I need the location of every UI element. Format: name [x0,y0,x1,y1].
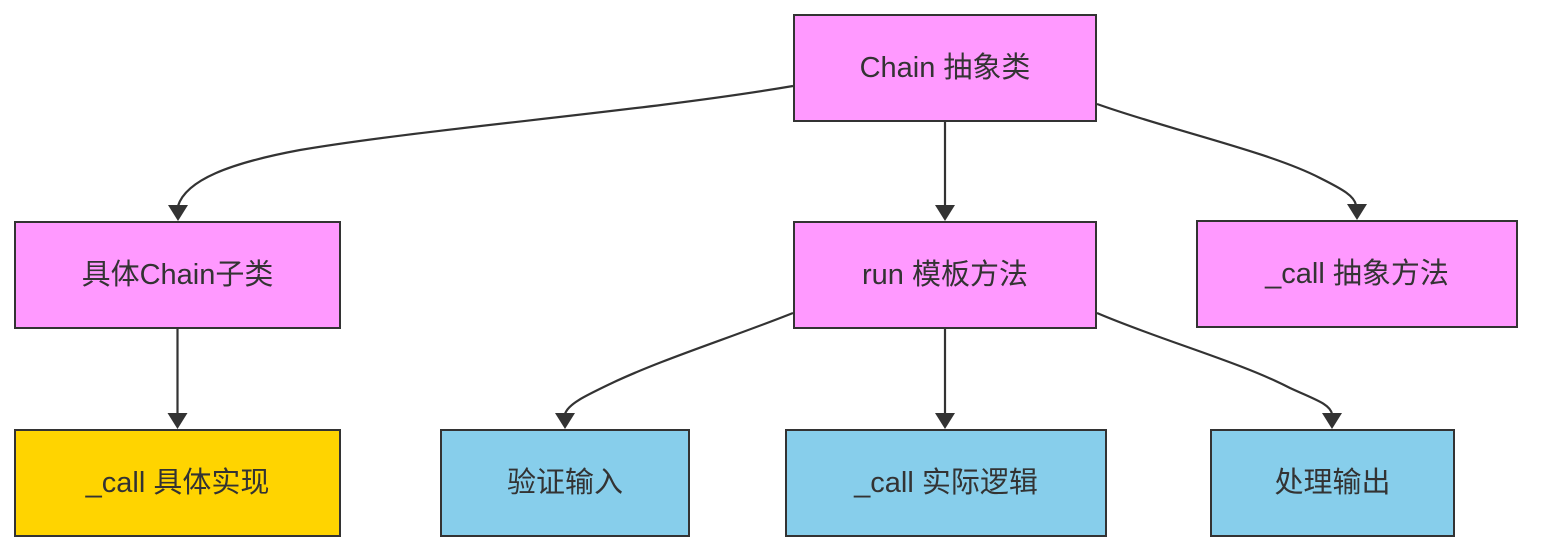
node-chain-abstract-class: Chain 抽象类 [793,14,1097,122]
edge-chain-to-subclass [176,84,794,207]
arrowhead-run [935,205,955,221]
node-run-template-method: run 模板方法 [793,221,1097,329]
node-label: Chain 抽象类 [859,51,1031,84]
node-process-output: 处理输出 [1210,429,1455,537]
arrowhead-call-impl [167,413,188,429]
node-label: 验证输入 [506,466,623,499]
node-label: 具体Chain子类 [81,258,274,291]
arrowhead-output [1322,413,1342,429]
node-call-abstract-method: _call 抽象方法 [1196,220,1518,328]
arrowhead-validate [555,413,575,429]
arrowhead-subclass [168,205,188,221]
edge-chain-to-call-abstract [1096,102,1358,206]
node-concrete-chain-subclass: 具体Chain子类 [14,221,341,329]
node-label: _call 实际逻辑 [854,466,1038,499]
node-label: 处理输出 [1274,466,1391,499]
node-call-concrete-implementation: _call 具体实现 [14,429,341,537]
arrowhead-call-abstract [1347,204,1367,220]
edge-run-to-validate [563,311,794,415]
arrowhead-call-logic [935,413,955,429]
node-call-actual-logic: _call 实际逻辑 [785,429,1107,537]
node-label: _call 抽象方法 [1265,257,1449,290]
node-validate-input: 验证输入 [440,429,690,537]
node-label: _call 具体实现 [85,466,270,499]
node-label: run 模板方法 [862,258,1028,291]
edge-run-to-output [1096,311,1334,415]
